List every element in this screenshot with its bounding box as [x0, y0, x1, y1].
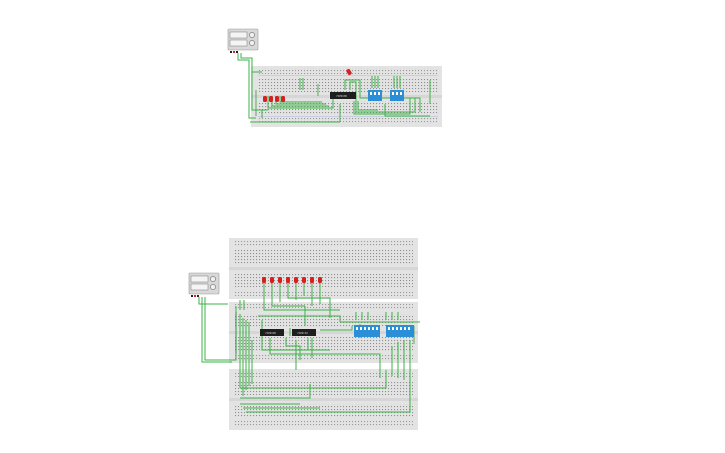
- dip-switch[interactable]: [386, 325, 414, 337]
- led-icon: [310, 277, 314, 283]
- svg-text:74HC08: 74HC08: [265, 331, 276, 335]
- ic-chip[interactable]: 74HC32: [292, 329, 316, 336]
- led-icon: [263, 96, 267, 102]
- led-icon: [262, 277, 266, 283]
- led-icon: [270, 277, 274, 283]
- wires[interactable]: [198, 282, 420, 413]
- ic-chip[interactable]: 74HC08: [260, 329, 284, 336]
- led-icon: [294, 277, 298, 283]
- ic-chip[interactable]: 74HC08: [330, 92, 356, 99]
- svg-text:74HC32: 74HC32: [297, 331, 308, 335]
- breadboard[interactable]: [229, 369, 418, 430]
- breadboard[interactable]: [229, 238, 418, 299]
- led-icon: [286, 277, 290, 283]
- led-row[interactable]: [262, 277, 322, 283]
- svg-text:74HC08: 74HC08: [336, 94, 347, 98]
- power-supply-icon[interactable]: [227, 28, 259, 53]
- wires[interactable]: [237, 53, 431, 123]
- led-icon: [269, 96, 273, 102]
- led-icon: [278, 277, 282, 283]
- led-icon: [318, 277, 322, 283]
- circuit-bottom: 74HC08 74HC32: [188, 238, 420, 430]
- led-icon[interactable]: [346, 68, 352, 76]
- dip-switch[interactable]: [368, 90, 382, 101]
- circuit-top: 74HC08: [227, 28, 442, 127]
- led-icon: [302, 277, 306, 283]
- led-row[interactable]: [263, 96, 285, 102]
- dip-switch[interactable]: [354, 325, 380, 337]
- dip-switch[interactable]: [390, 90, 404, 101]
- led-icon: [281, 96, 285, 102]
- led-icon: [275, 96, 279, 102]
- power-supply-icon[interactable]: [188, 272, 220, 297]
